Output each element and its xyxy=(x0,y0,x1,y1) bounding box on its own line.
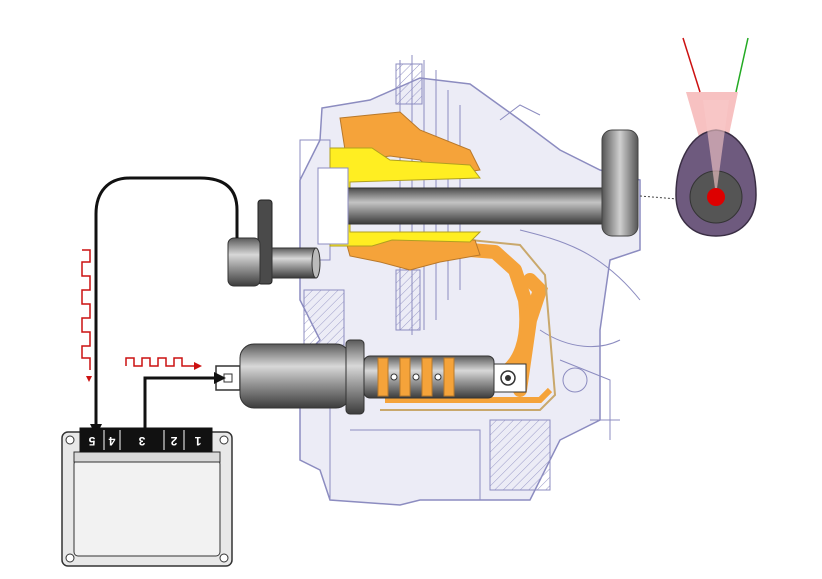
ecu-pin-1: 1 xyxy=(194,434,201,448)
housing-hatch-bottom xyxy=(489,419,551,491)
oil-outline-passage xyxy=(380,239,557,411)
ecu-connector xyxy=(79,427,213,453)
ecu-pin-5: 5 xyxy=(88,434,95,448)
sensor-body xyxy=(227,237,261,287)
phaser-yellow-chamber xyxy=(329,147,482,247)
ecu-pin-3: 3 xyxy=(138,434,145,448)
oil-passages xyxy=(329,111,557,411)
solenoid-body xyxy=(239,343,351,409)
ecu-pin-dividers xyxy=(103,430,185,450)
sensor-signal-arrow xyxy=(86,376,92,382)
camshaft xyxy=(317,129,691,245)
ecu-inner xyxy=(73,459,221,557)
valve-lands xyxy=(377,357,455,397)
wiring xyxy=(94,176,239,428)
housing-hatch-left xyxy=(303,289,345,351)
cam-position-sensor xyxy=(227,199,321,287)
ecu-pin-2: 2 xyxy=(170,434,177,448)
valve-ports xyxy=(390,373,442,381)
cam-angle-line-green xyxy=(735,37,749,93)
cam-lobe-center xyxy=(707,188,725,206)
ecu-module: 5 4 3 2 1 xyxy=(61,427,233,567)
cam-pulley xyxy=(601,129,639,237)
cam-angle-line-red xyxy=(682,37,701,93)
solenoid-signal-waveform xyxy=(125,357,194,367)
sensor-signal-waveform xyxy=(81,249,91,370)
cam-lobe-indicator xyxy=(675,37,757,237)
sensor-wire xyxy=(94,176,239,428)
solenoid-wire-arrow xyxy=(214,372,226,384)
oil-return-passage xyxy=(513,273,549,397)
camshaft-collar xyxy=(317,167,349,245)
ecu-mount-screws xyxy=(65,435,229,563)
ecu-pin-labels: 5 4 3 2 1 xyxy=(88,434,201,448)
solenoid-wire xyxy=(143,376,216,428)
sensor-tip xyxy=(271,247,317,279)
oil-lower-passage xyxy=(385,387,553,403)
camshaft-shaft xyxy=(344,187,608,225)
solenoid-signal-arrow xyxy=(194,362,202,370)
oil-control-solenoid xyxy=(215,339,527,415)
solenoid-flange xyxy=(345,339,365,415)
ecu-pin-4: 4 xyxy=(108,434,115,448)
